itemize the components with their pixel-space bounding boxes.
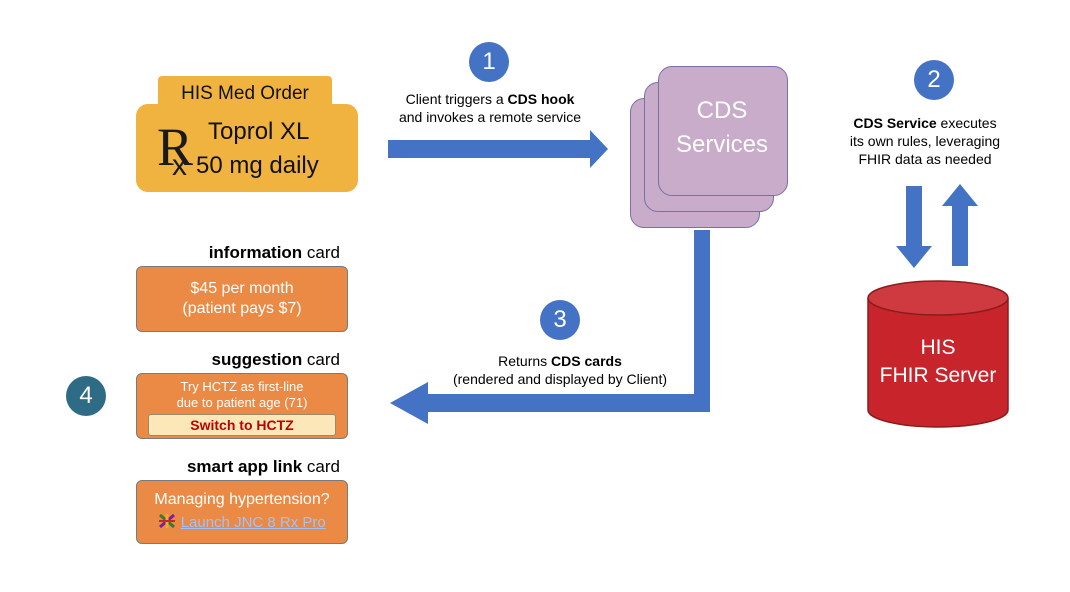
smart-app-card: Managing hypertension? Launch JNC 8 Rx P… (136, 480, 348, 544)
fhir-label-line1: HIS (920, 336, 956, 359)
step-2-badge: 2 (914, 60, 954, 100)
switch-to-hctz-button[interactable]: Switch to HCTZ (148, 414, 336, 436)
rx-symbol-r: R (157, 117, 194, 177)
fhir-database-icon (867, 280, 1009, 428)
arrow-trigger-hook (388, 130, 608, 168)
cds-service-box-front (658, 66, 788, 196)
smart-app-card-line1: Managing hypertension? (154, 491, 330, 508)
step-2-line3: FHIR data as needed (858, 151, 992, 167)
fhir-label-line2: FHIR Server (879, 364, 997, 387)
med-order-tab: HIS Med Order (158, 76, 332, 114)
cds-label-line1: CDS (696, 97, 748, 124)
smart-app-link-row: Launch JNC 8 Rx Pro (137, 513, 347, 533)
suggestion-card-title-bold: suggestion (211, 350, 303, 369)
smart-app-logo-icon (159, 513, 176, 529)
step-4-badge: 4 (66, 376, 106, 416)
fhir-server-label: HIS FHIR Server (868, 334, 1008, 390)
step-2-line2: its own rules, leveraging (849, 133, 1001, 149)
step-2-bold: CDS Service (853, 115, 937, 131)
rx-symbol-x: x (172, 149, 187, 182)
arrow-to-fhir (896, 186, 932, 268)
suggestion-card-line2: due to patient age (71) (176, 395, 308, 410)
step-1-bold: CDS hook (507, 91, 575, 107)
cds-services-label: CDS Services (658, 94, 786, 162)
cds-label-line2: Services (675, 131, 769, 158)
step-1-caption: Client triggers a CDS hook and invokes a… (380, 90, 600, 126)
suggestion-card-title-rest: card (302, 350, 340, 369)
step-3-caption: Returns CDS cards (rendered and displaye… (430, 352, 690, 388)
arrow-return-cards (390, 230, 710, 424)
smart-app-card-title: smart app link card (130, 457, 340, 477)
step-3-line2: (rendered and displayed by Client) (452, 371, 667, 387)
step-2-text: executes (936, 115, 997, 131)
information-card-title: information card (150, 243, 340, 263)
step-3-bold: CDS cards (551, 353, 622, 369)
suggestion-card-title: suggestion card (150, 350, 340, 370)
information-card: $45 per month (patient pays $7) (136, 266, 348, 332)
suggestion-card-line1: Try HCTZ as first-line (180, 379, 304, 394)
smart-app-card-title-rest: card (302, 457, 340, 476)
step-3-text: Returns (498, 353, 552, 369)
information-card-title-rest: card (302, 243, 340, 262)
drug-name: Toprol XL (208, 118, 310, 145)
information-card-title-bold: information (208, 243, 303, 262)
step-2-caption: CDS Service executes its own rules, leve… (816, 114, 1034, 168)
step-1-line2: and invokes a remote service (398, 109, 582, 125)
arrow-from-fhir (942, 184, 978, 266)
launch-app-link[interactable]: Launch JNC 8 Rx Pro (180, 514, 326, 531)
information-card-line1: $45 per month (190, 280, 294, 297)
step-1-badge: 1 (469, 42, 509, 82)
med-order-panel (136, 104, 358, 192)
step-1-text: Client triggers a (405, 91, 508, 107)
smart-app-card-title-bold: smart app link (186, 457, 303, 476)
drug-dose: 50 mg daily (196, 152, 319, 179)
information-card-line2: (patient pays $7) (182, 300, 302, 317)
step-3-badge: 3 (540, 300, 580, 340)
